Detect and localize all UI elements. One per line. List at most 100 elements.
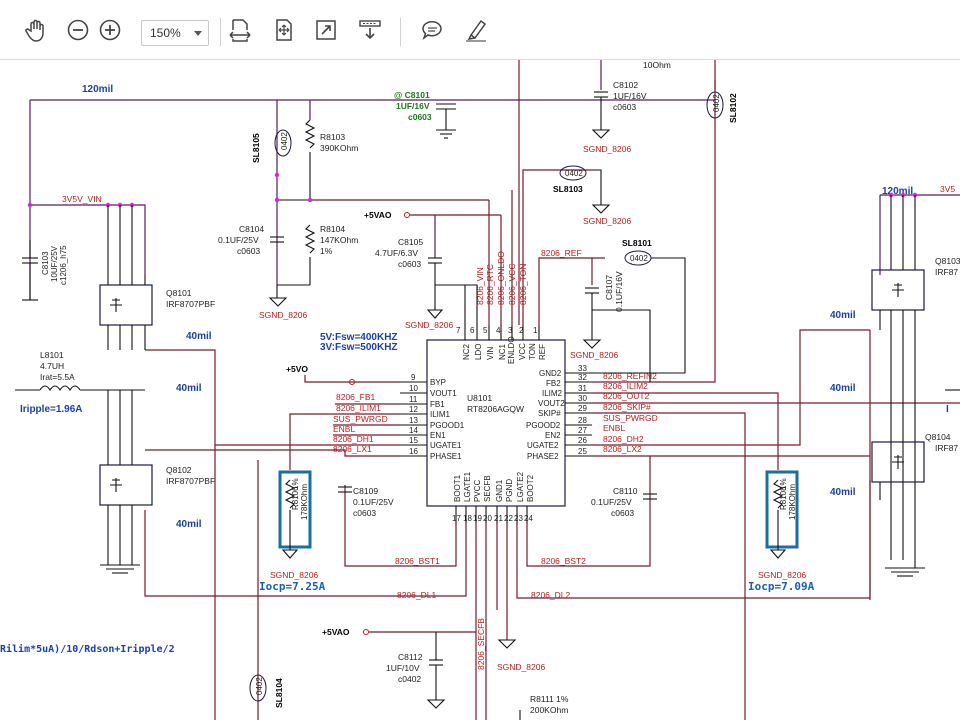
ground-label: SGND_8206 — [583, 216, 631, 226]
pin-num-15: 15 — [409, 436, 418, 445]
net-8206-fb1: 8206_FB1 — [336, 392, 375, 402]
c8102-package: c0603 — [613, 102, 636, 112]
mosfet-q8103 — [871, 195, 925, 560]
pin-vcc: VCC — [518, 343, 527, 360]
capacitor-c8107 — [582, 287, 602, 349]
l8101-ref: L8101 — [40, 350, 64, 360]
pin-num-11: 11 — [409, 395, 418, 404]
mosfet-q8101 — [99, 205, 153, 350]
bead-sl8101: SL8101 — [622, 238, 652, 248]
pin-num-6: 6 — [470, 326, 475, 335]
pin-ldo: LDO — [474, 344, 483, 360]
note-fsw-5v: 5V:Fsw=400KHZ — [320, 332, 398, 343]
width-label: 40mil — [176, 519, 202, 530]
pin-num-32: 32 — [578, 373, 587, 382]
r8106-value: 178KOhm — [300, 484, 309, 520]
l8101-rating: Irat=5.5A — [40, 372, 75, 382]
pin-skip: SKIP# — [538, 409, 561, 418]
pin-num-5: 5 — [483, 326, 488, 335]
q8102-ref: Q8102 — [166, 465, 192, 475]
pin-nc2: NC2 — [462, 343, 471, 360]
zoom-out-icon[interactable] — [62, 14, 94, 46]
pin-boot2: BOOT2 — [526, 474, 535, 502]
schematic-canvas: U8101 RT8206AGQW NC2 LDO VIN NC1 ENLDO V… — [0, 60, 960, 720]
net-8206-lx1: 8206_LX1 — [333, 444, 372, 454]
net-8206-bst2: 8206_BST2 — [541, 556, 586, 566]
resistor-r8108 — [769, 479, 787, 559]
inductor-l8101 — [15, 385, 145, 392]
net-8206-secfb: 8206_SECFB — [476, 618, 486, 670]
fit-width-icon[interactable] — [268, 14, 300, 46]
pin-phase2: PHASE2 — [527, 452, 559, 461]
pin-vout2: VOUT2 — [538, 399, 565, 408]
r8104-ref: R8104 — [320, 224, 345, 234]
pin-num-25: 25 — [578, 447, 587, 456]
pin-lgate1: LGATE1 — [463, 471, 472, 502]
pin-num-14: 14 — [409, 426, 418, 435]
pin-num-4: 4 — [496, 326, 501, 335]
note-formula: Rilim*5uA)/10/Rdson+Iripple/2 — [0, 643, 175, 655]
zoom-select[interactable]: 150% — [141, 20, 209, 46]
pin-gnd1: GND1 — [495, 479, 504, 502]
pin-fb2: FB2 — [546, 379, 561, 388]
scroll-mode-icon[interactable] — [354, 14, 386, 46]
note-iocp1: Iocp=7.25A — [259, 580, 326, 593]
c8104-package: c0603 — [237, 246, 260, 256]
pin-num-21: 21 — [494, 514, 503, 523]
ic-bottom-pins: BOOT1 LGATE1 PVCC SECFB GND1 PGND LGATE2… — [452, 471, 535, 523]
q8103-part: IRF87 — [935, 267, 958, 277]
net-8206-ilim2: 8206_ILIM2 — [603, 381, 648, 391]
ic-left-pins: BYP VOUT1 FB1 ILIM1 PGOOD1 EN1 UGATE1 PH… — [409, 373, 465, 461]
pin-ton: TON — [528, 343, 537, 360]
bead-size: 0402 — [255, 677, 264, 695]
q8101-ref: Q8101 — [166, 288, 192, 298]
highlight-icon[interactable] — [460, 14, 492, 46]
mosfet-q8104 — [871, 441, 925, 577]
pin-phase1: PHASE1 — [430, 452, 462, 461]
pin-enldo: ENLDO — [507, 336, 516, 364]
fit-page-icon[interactable] — [224, 14, 256, 46]
pin-ugate2: UGATE2 — [527, 441, 559, 450]
c8109-ref: C8109 — [353, 486, 378, 496]
ground-label: SGND_8206 — [270, 570, 318, 580]
q8104-ref: Q8104 — [925, 432, 951, 442]
top-label-10ohm: 10Ohm — [643, 60, 671, 70]
hand-tool-icon[interactable] — [20, 14, 52, 46]
net-8206-dh1: 8206_DH1 — [333, 434, 374, 444]
c8103-ref: C8103 — [41, 251, 50, 275]
pin-byp: BYP — [430, 378, 446, 387]
toolbar: 150% — [0, 0, 960, 60]
power-5vao: +5VAO — [364, 210, 392, 220]
toolbar-divider — [220, 18, 221, 46]
pin-num-33: 33 — [578, 364, 587, 373]
pin-fb1: FB1 — [430, 400, 445, 409]
r8106-ref: R8106 — [291, 486, 300, 510]
bead-sl8105: SL8105 — [251, 133, 261, 163]
capacitor-c8103 — [22, 240, 38, 301]
c8109-package: c0603 — [353, 508, 376, 518]
zoom-value: 150% — [150, 26, 181, 40]
full-screen-icon[interactable] — [310, 14, 342, 46]
pin-num-16: 16 — [409, 447, 418, 456]
ground-label: SGND_8206 — [259, 310, 307, 320]
net-8206-ilim1: 8206_ILIM1 — [336, 403, 381, 413]
mosfet-q8102 — [99, 390, 153, 574]
comment-icon[interactable] — [416, 14, 448, 46]
ic-top-pins: NC2 LDO VIN NC1 ENLDO VCC TON REF 7 6 5 … — [456, 326, 547, 364]
resistor-r8103 — [304, 119, 316, 200]
pin-num-17: 17 — [452, 514, 461, 523]
net-3v5v-vin: 3V5V_VIN — [62, 194, 102, 204]
zoom-in-icon[interactable] — [94, 14, 126, 46]
pin-gnd2: GND2 — [539, 369, 562, 378]
net-3v5-right: 3V5 — [940, 184, 955, 194]
pin-num-12: 12 — [409, 405, 418, 414]
pin-num-9: 9 — [411, 373, 416, 382]
right-nets: 8206_REFIN2 8206_ILIM2 8206_OUT2 8206_SK… — [592, 80, 960, 720]
c8105-value: 4.7UF/6.3V — [375, 248, 418, 258]
pin-boot1: BOOT1 — [453, 474, 462, 502]
pin-num-24: 24 — [524, 514, 533, 523]
power-5vo: +5VO — [286, 364, 308, 374]
pin-num-13: 13 — [409, 416, 418, 425]
ground-label: SGND_8206 — [405, 320, 453, 330]
net-enbl-2: ENBL — [603, 423, 625, 433]
